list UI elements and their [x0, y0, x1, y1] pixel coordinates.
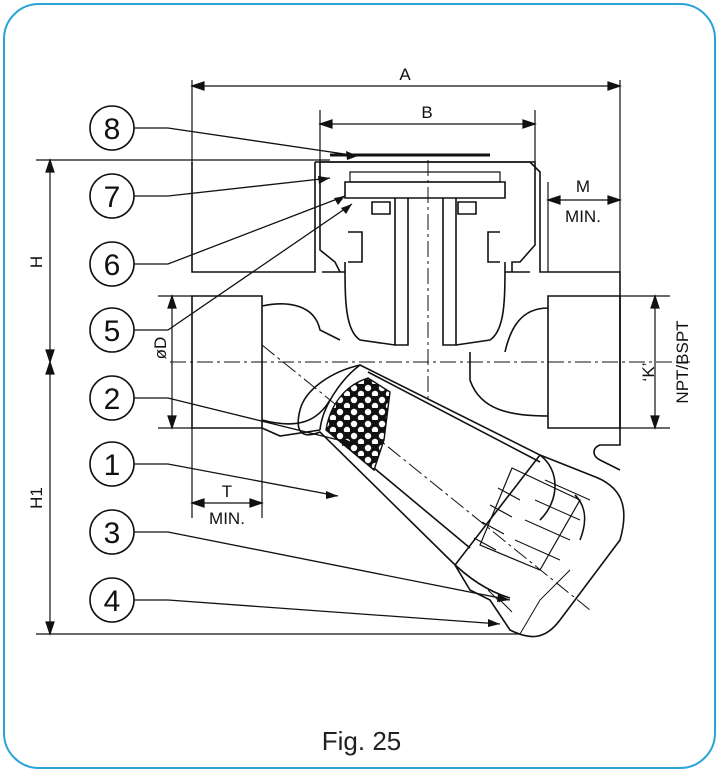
leader-6	[134, 195, 346, 265]
figure-caption: Fig. 25	[321, 726, 402, 756]
callout-6: 6	[104, 249, 121, 282]
callout-7: 7	[104, 181, 121, 214]
dim-od-label: øD	[151, 337, 170, 360]
leader-7	[134, 177, 331, 197]
leader-2	[134, 397, 356, 445]
mesh-screen	[325, 377, 391, 472]
leader-3	[134, 531, 511, 601]
leader-4	[134, 599, 501, 625]
dim-thread-label: NPT/BSPT	[673, 320, 692, 403]
leader-1	[134, 463, 339, 497]
callout-8: 8	[104, 113, 121, 146]
dim-k-label: ‘K’	[639, 363, 658, 382]
leader-5	[134, 203, 353, 331]
callout-2: 2	[104, 383, 121, 416]
dim-b-label: B	[421, 103, 432, 122]
dim-a-label: A	[399, 65, 411, 84]
dim-t-min-label: MIN.	[209, 509, 245, 528]
leader-8	[134, 127, 359, 157]
dim-m-min-label: MIN.	[565, 207, 601, 226]
dim-h1-label: H1	[27, 487, 46, 509]
dim-m-label: M	[576, 177, 590, 196]
callout-3: 3	[104, 517, 121, 550]
diagram-frame	[3, 3, 716, 769]
end-cap	[454, 454, 625, 638]
body-outline	[191, 161, 621, 471]
callout-5: 5	[104, 315, 121, 348]
callout-4: 4	[104, 585, 121, 618]
dim-h-label: H	[27, 256, 46, 268]
callout-1: 1	[104, 449, 121, 482]
strainer-body	[299, 364, 556, 521]
dim-t-label: T	[222, 482, 232, 501]
